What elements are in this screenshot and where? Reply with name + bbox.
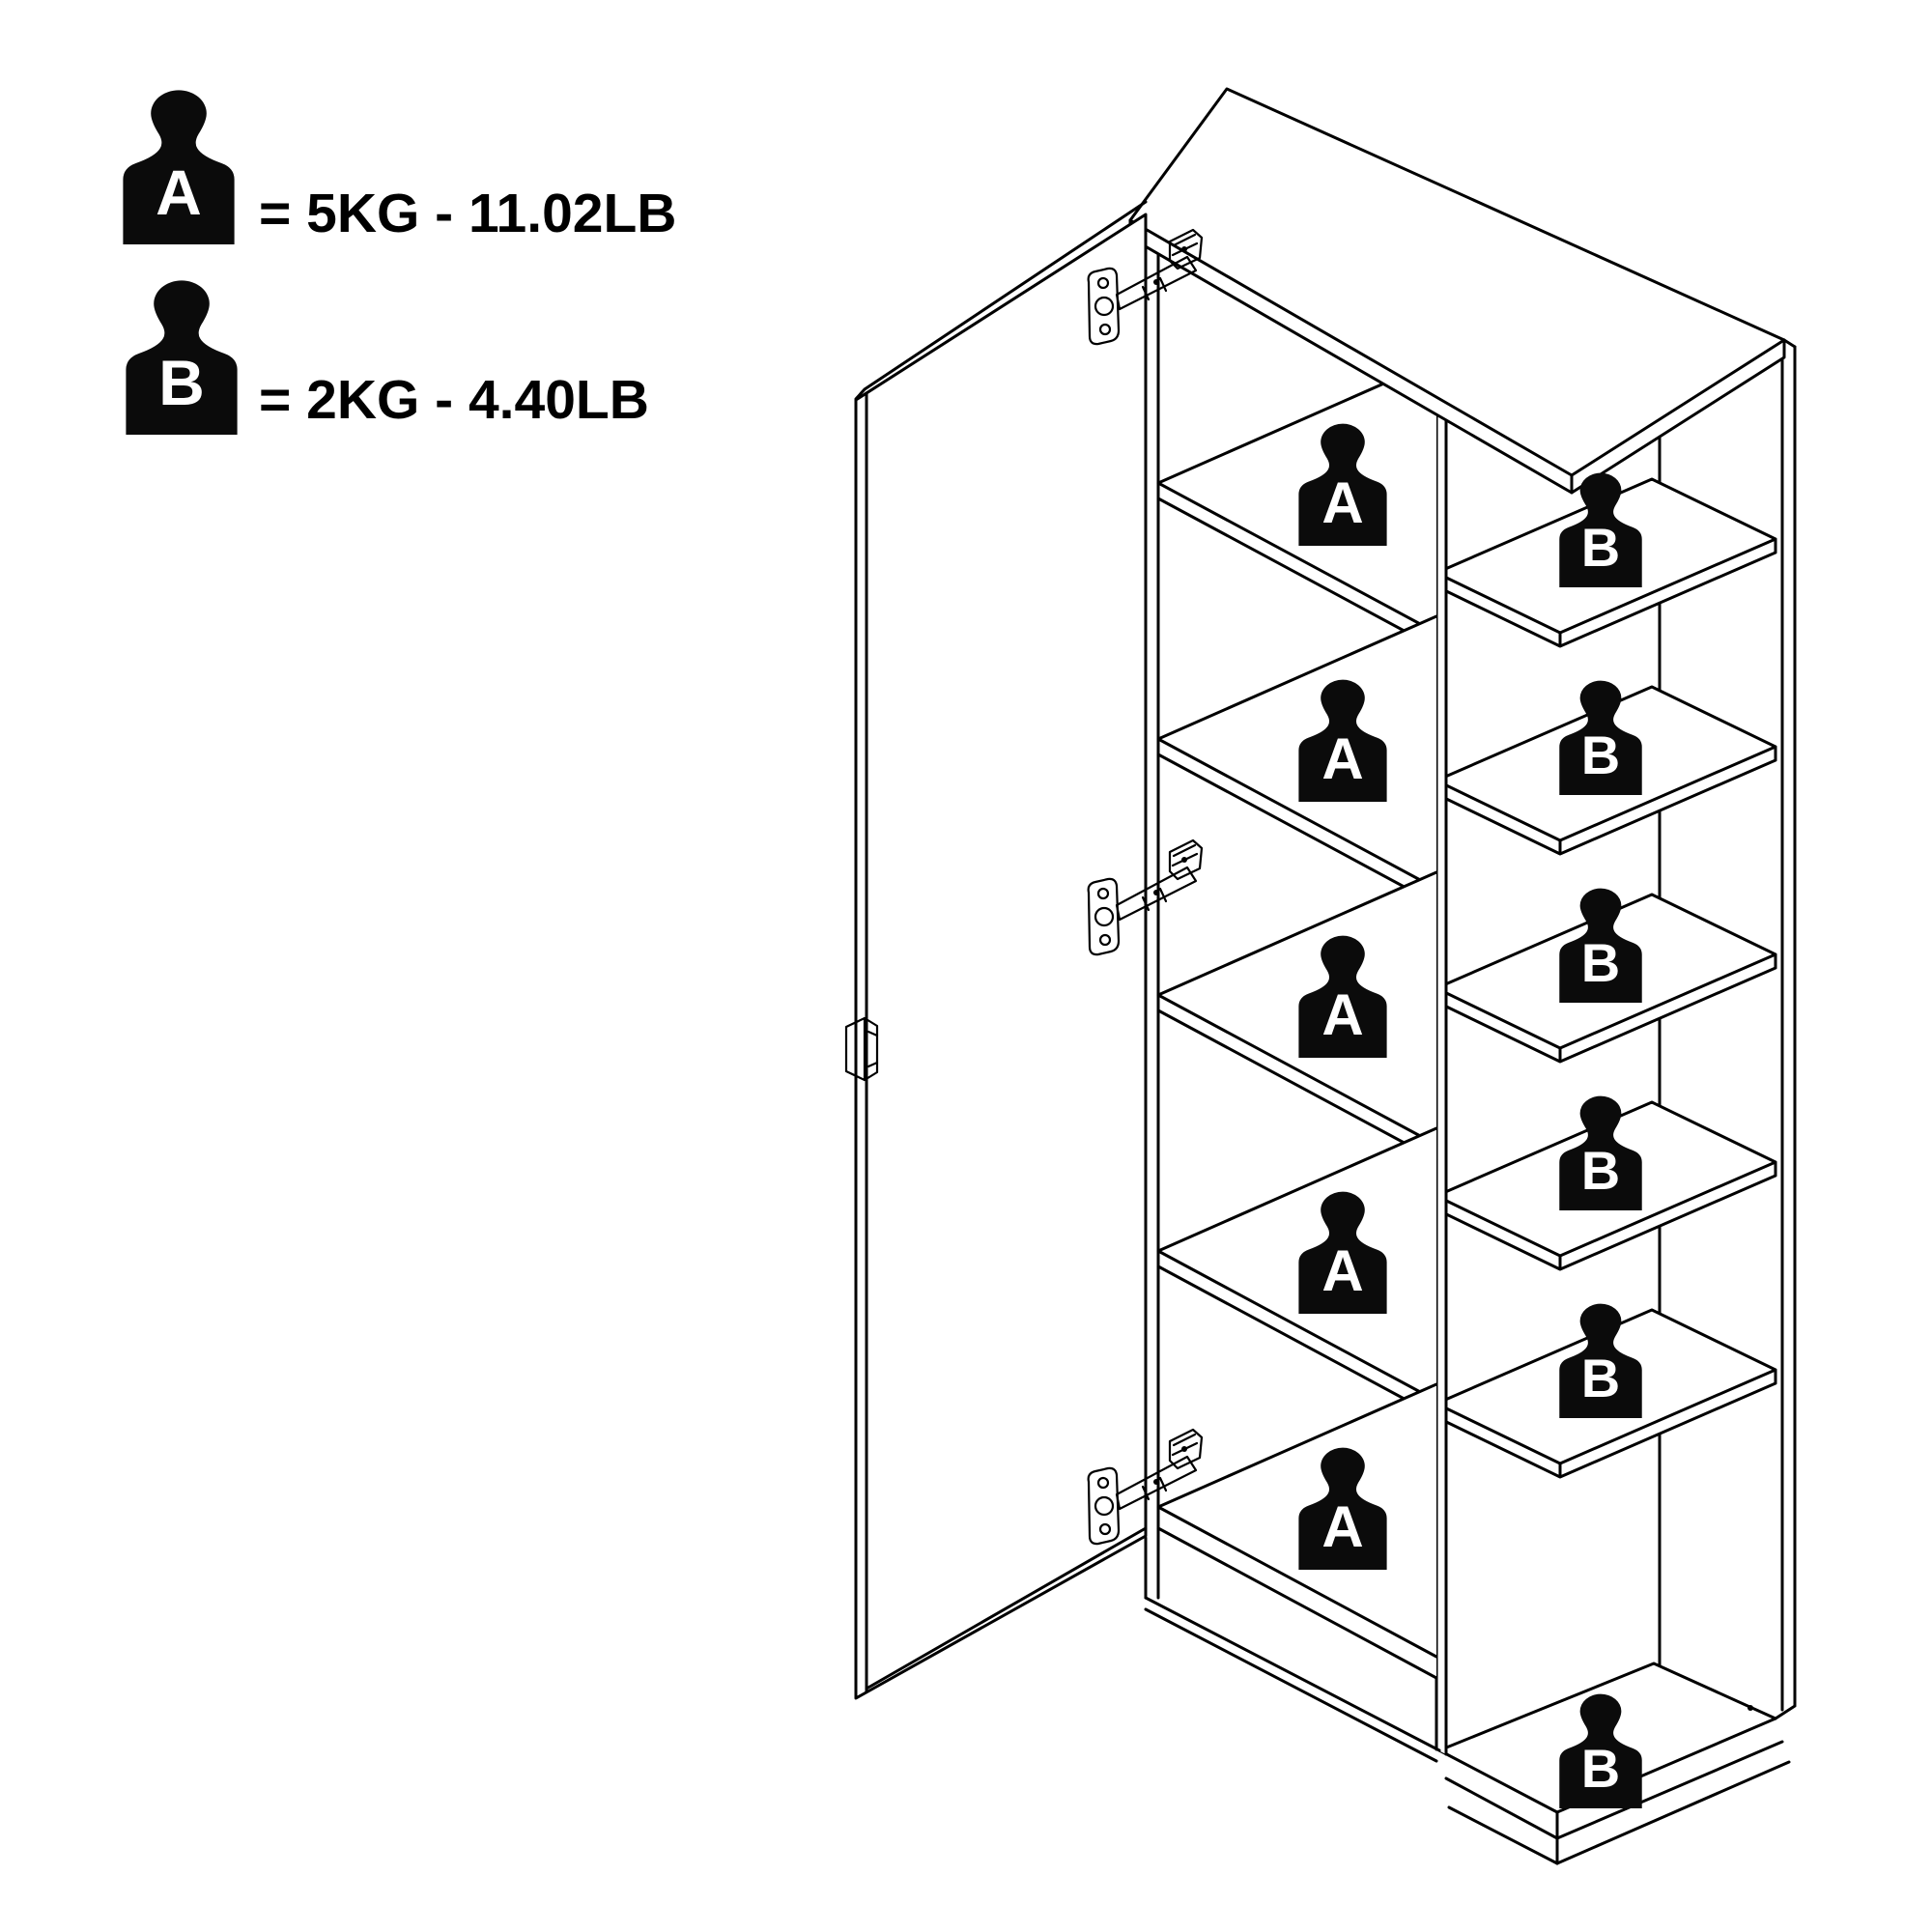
legend-text-a: = 5KG - 11.02LB [259, 183, 676, 244]
svg-text:A: A [1321, 470, 1363, 535]
svg-text:B: B [1581, 724, 1620, 785]
top-panel [1128, 87, 1786, 495]
weight-a-3: A [1298, 935, 1387, 1058]
svg-text:B: B [1581, 517, 1620, 578]
weight-b-2: B [1559, 680, 1642, 795]
screw-hole-dot [1747, 1705, 1753, 1711]
legend-weight-a-icon: A [123, 90, 235, 245]
legend: A = 5KG - 11.02LB B = 2KG - 4.40LB [123, 90, 676, 435]
svg-text:A: A [156, 156, 202, 228]
center-divider [1435, 412, 1448, 1756]
svg-text:B: B [1581, 1738, 1620, 1799]
weight-b-3: B [1559, 888, 1642, 1003]
open-door [844, 200, 1148, 1700]
svg-text:A: A [1321, 982, 1363, 1047]
weight-b-1: B [1559, 472, 1642, 587]
shelf-a-4 [1156, 1126, 1438, 1418]
left-side-panel-front-edge [1144, 237, 1441, 1763]
svg-text:A: A [1321, 1238, 1363, 1303]
weight-a-2: A [1298, 679, 1387, 802]
weight-b-4: B [1559, 1095, 1642, 1210]
shelf-a-3 [1156, 870, 1438, 1162]
shelf-a-2 [1156, 614, 1438, 906]
weight-a-1: A [1298, 423, 1387, 546]
weight-a-5: A [1298, 1447, 1387, 1570]
right-side-panel-back-edge [1780, 338, 1797, 1712]
svg-text:B: B [1581, 1348, 1620, 1408]
shelf-a-5 [1156, 1382, 1438, 1680]
weight-b-5: B [1559, 1303, 1642, 1418]
svg-text:A: A [1321, 726, 1363, 791]
svg-text:B: B [1581, 932, 1620, 993]
weight-a-4: A [1298, 1191, 1387, 1314]
svg-text:B: B [1581, 1140, 1620, 1201]
svg-text:A: A [1321, 1494, 1363, 1559]
weight-b-6: B [1559, 1693, 1642, 1808]
door-handle-icon [844, 1016, 879, 1082]
legend-text-b: = 2KG - 4.40LB [259, 369, 649, 431]
shelf-a-1 [1156, 358, 1438, 650]
legend-weight-b-icon: B [126, 280, 238, 435]
svg-text:B: B [158, 347, 205, 418]
